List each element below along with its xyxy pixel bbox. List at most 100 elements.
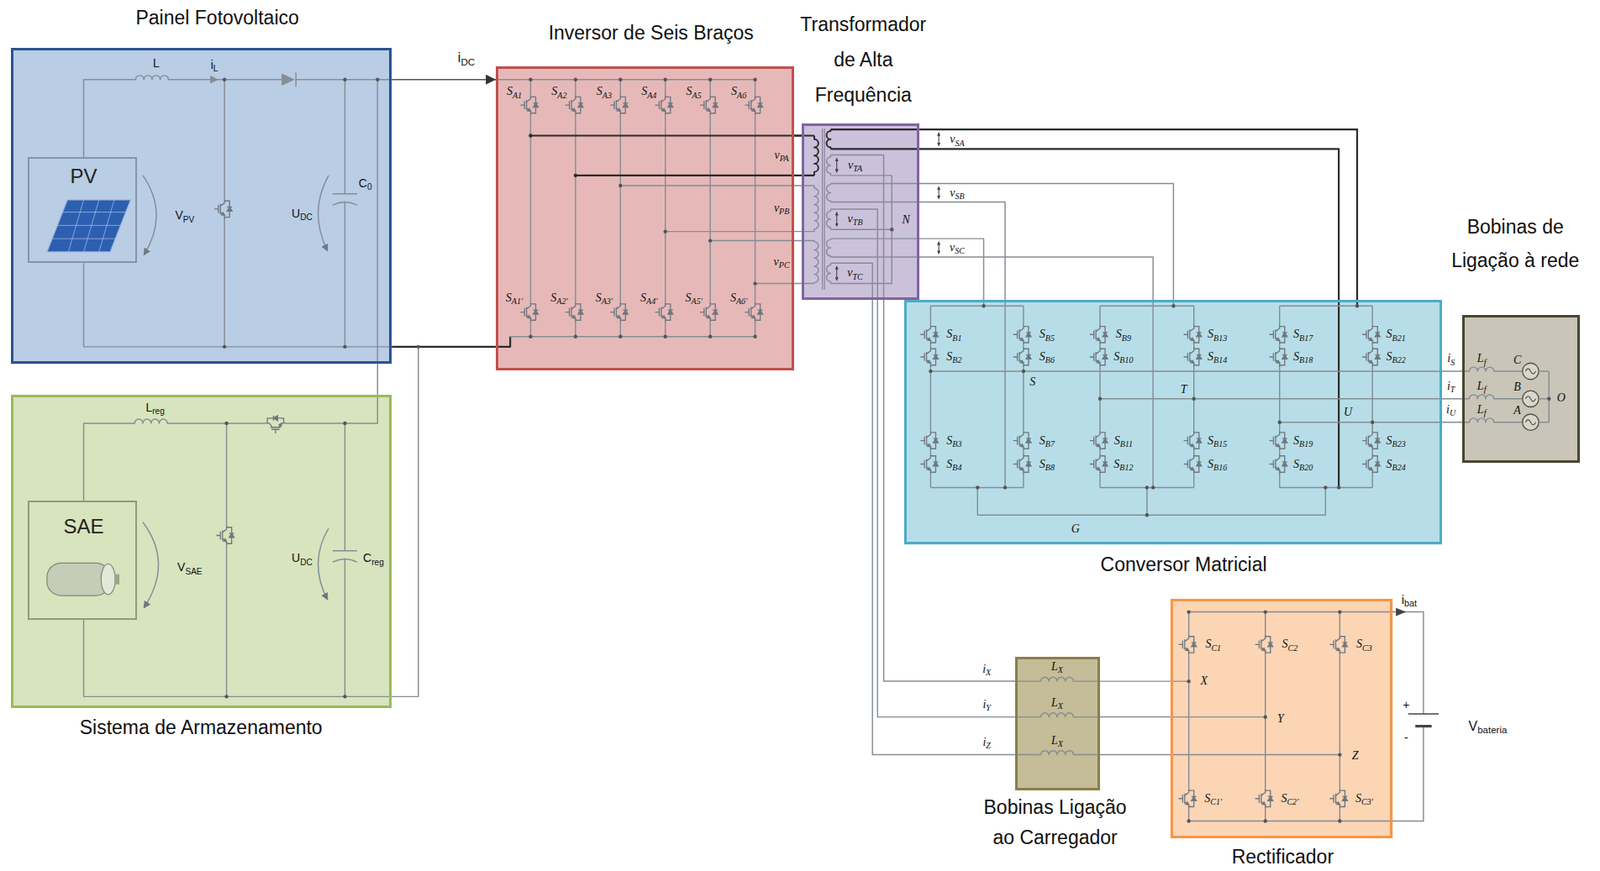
circuit-wire <box>226 423 227 526</box>
signal-label: SB19 <box>1292 433 1314 448</box>
circuit-wire <box>377 79 379 365</box>
junction-dot <box>1186 679 1190 684</box>
subscript: TC <box>852 271 864 281</box>
box-heading: SAE <box>63 515 105 539</box>
signal-label: SB1 <box>945 327 963 343</box>
subscript: reg <box>152 406 165 416</box>
circuit-wire <box>930 474 932 489</box>
subscript: A5 <box>692 89 702 100</box>
charger-coils-box: Bobinas Ligação ao Carregador <box>1015 657 1100 791</box>
circuit-wire <box>836 157 837 173</box>
circuit-wire <box>223 79 225 200</box>
box-heading: Transformador de Alta Frequência <box>794 6 933 113</box>
signal-label: SA2 <box>550 84 568 100</box>
circuit-wire <box>710 240 815 242</box>
circuit-wire <box>1548 371 1550 423</box>
circuit-wire <box>332 423 358 697</box>
subscript: f <box>1484 357 1487 367</box>
box-heading: Conversor Matricial <box>1100 552 1268 577</box>
signal-label: vPB <box>773 200 791 216</box>
battery-icon <box>100 564 116 595</box>
junction-dot <box>1278 421 1282 425</box>
subscript: B5 <box>1045 332 1055 343</box>
circuit-wire <box>84 263 393 348</box>
subscript: PA <box>779 152 790 163</box>
subscript: SA <box>955 137 965 148</box>
signal-label: - <box>1403 731 1410 745</box>
circuit-wire <box>52 200 126 253</box>
signal-label: SB14 <box>1206 350 1228 365</box>
ac-source <box>1522 390 1539 407</box>
igbt-symbol <box>1089 324 1108 345</box>
circuit-wire <box>1264 655 1266 790</box>
subscript: SAE <box>184 567 202 577</box>
igbt-symbol <box>1013 430 1032 451</box>
subscript: C1 <box>1210 642 1222 653</box>
signal-label: SC1 <box>1204 637 1222 653</box>
signal-label: vTC <box>846 266 864 281</box>
subscript: A1' <box>511 295 523 306</box>
subscript: B16 <box>1213 462 1227 472</box>
igbt-symbol <box>1089 347 1108 368</box>
circuit-wire <box>495 78 755 80</box>
circuit-wire <box>1193 305 1195 325</box>
igbt-symbol <box>1178 634 1197 655</box>
igbt-symbol <box>700 301 718 322</box>
signal-label: SB5 <box>1038 327 1056 343</box>
circuit-wire <box>1371 344 1373 347</box>
signal-label: iY <box>981 698 992 713</box>
box-fill <box>495 66 795 371</box>
circuit-wire <box>1189 612 1424 715</box>
sae-box: SAE <box>27 500 137 621</box>
circuit-wire <box>814 136 819 176</box>
subscript: T <box>1450 384 1456 395</box>
subscript: DC <box>300 557 313 568</box>
subscript: B20 <box>1299 462 1313 472</box>
igbt-symbol <box>655 94 674 116</box>
signal-label: SB16 <box>1206 457 1228 472</box>
box-heading: Bobinas de Ligação à rede <box>1446 210 1585 278</box>
igbt-symbol <box>1089 453 1108 474</box>
junction-dot <box>663 229 668 233</box>
igbt-symbol <box>744 94 763 116</box>
junction-dot <box>342 694 347 699</box>
junction-dot <box>224 421 228 426</box>
signal-label: SA5' <box>684 290 704 306</box>
signal-label: VSAE <box>176 560 204 576</box>
battery-icon <box>114 574 120 585</box>
junction-dot <box>708 78 712 82</box>
circuit-wire <box>836 212 837 227</box>
signal-label: iX <box>981 662 992 677</box>
circuit-wire <box>1100 398 1443 400</box>
circuit-wire <box>830 257 1153 488</box>
subscript: A3' <box>601 295 613 306</box>
signal-label: X <box>1200 674 1210 689</box>
circuit-wire <box>1371 305 1373 325</box>
igbt-symbol <box>1255 634 1274 655</box>
circuit-wire <box>830 283 892 285</box>
junction-dot <box>1145 513 1149 517</box>
junction-dot <box>1263 819 1268 823</box>
circuit-wire <box>836 266 837 281</box>
box-fill <box>1015 657 1100 791</box>
signal-label: Lf <box>1476 403 1488 418</box>
junction-dot <box>1337 610 1342 614</box>
circuit-wire <box>709 115 711 302</box>
igbt-symbol <box>1184 430 1202 451</box>
subscript: A5' <box>691 295 703 306</box>
circuit-wire <box>1415 725 1432 728</box>
connector <box>1100 716 1171 719</box>
subscript: B9 <box>1121 332 1132 343</box>
circuit-wire <box>575 174 815 177</box>
circuit-wire <box>226 546 227 698</box>
connector <box>377 364 379 395</box>
junction-dot <box>573 173 578 178</box>
junction-dot <box>663 335 668 339</box>
igbt-symbol <box>655 301 674 322</box>
junction-dot <box>618 78 622 82</box>
circuit-wire <box>574 322 576 337</box>
circuit-wire <box>1193 451 1195 455</box>
box-fill <box>10 47 392 364</box>
junction-dot <box>416 345 421 349</box>
signal-label: SB13 <box>1206 327 1228 343</box>
